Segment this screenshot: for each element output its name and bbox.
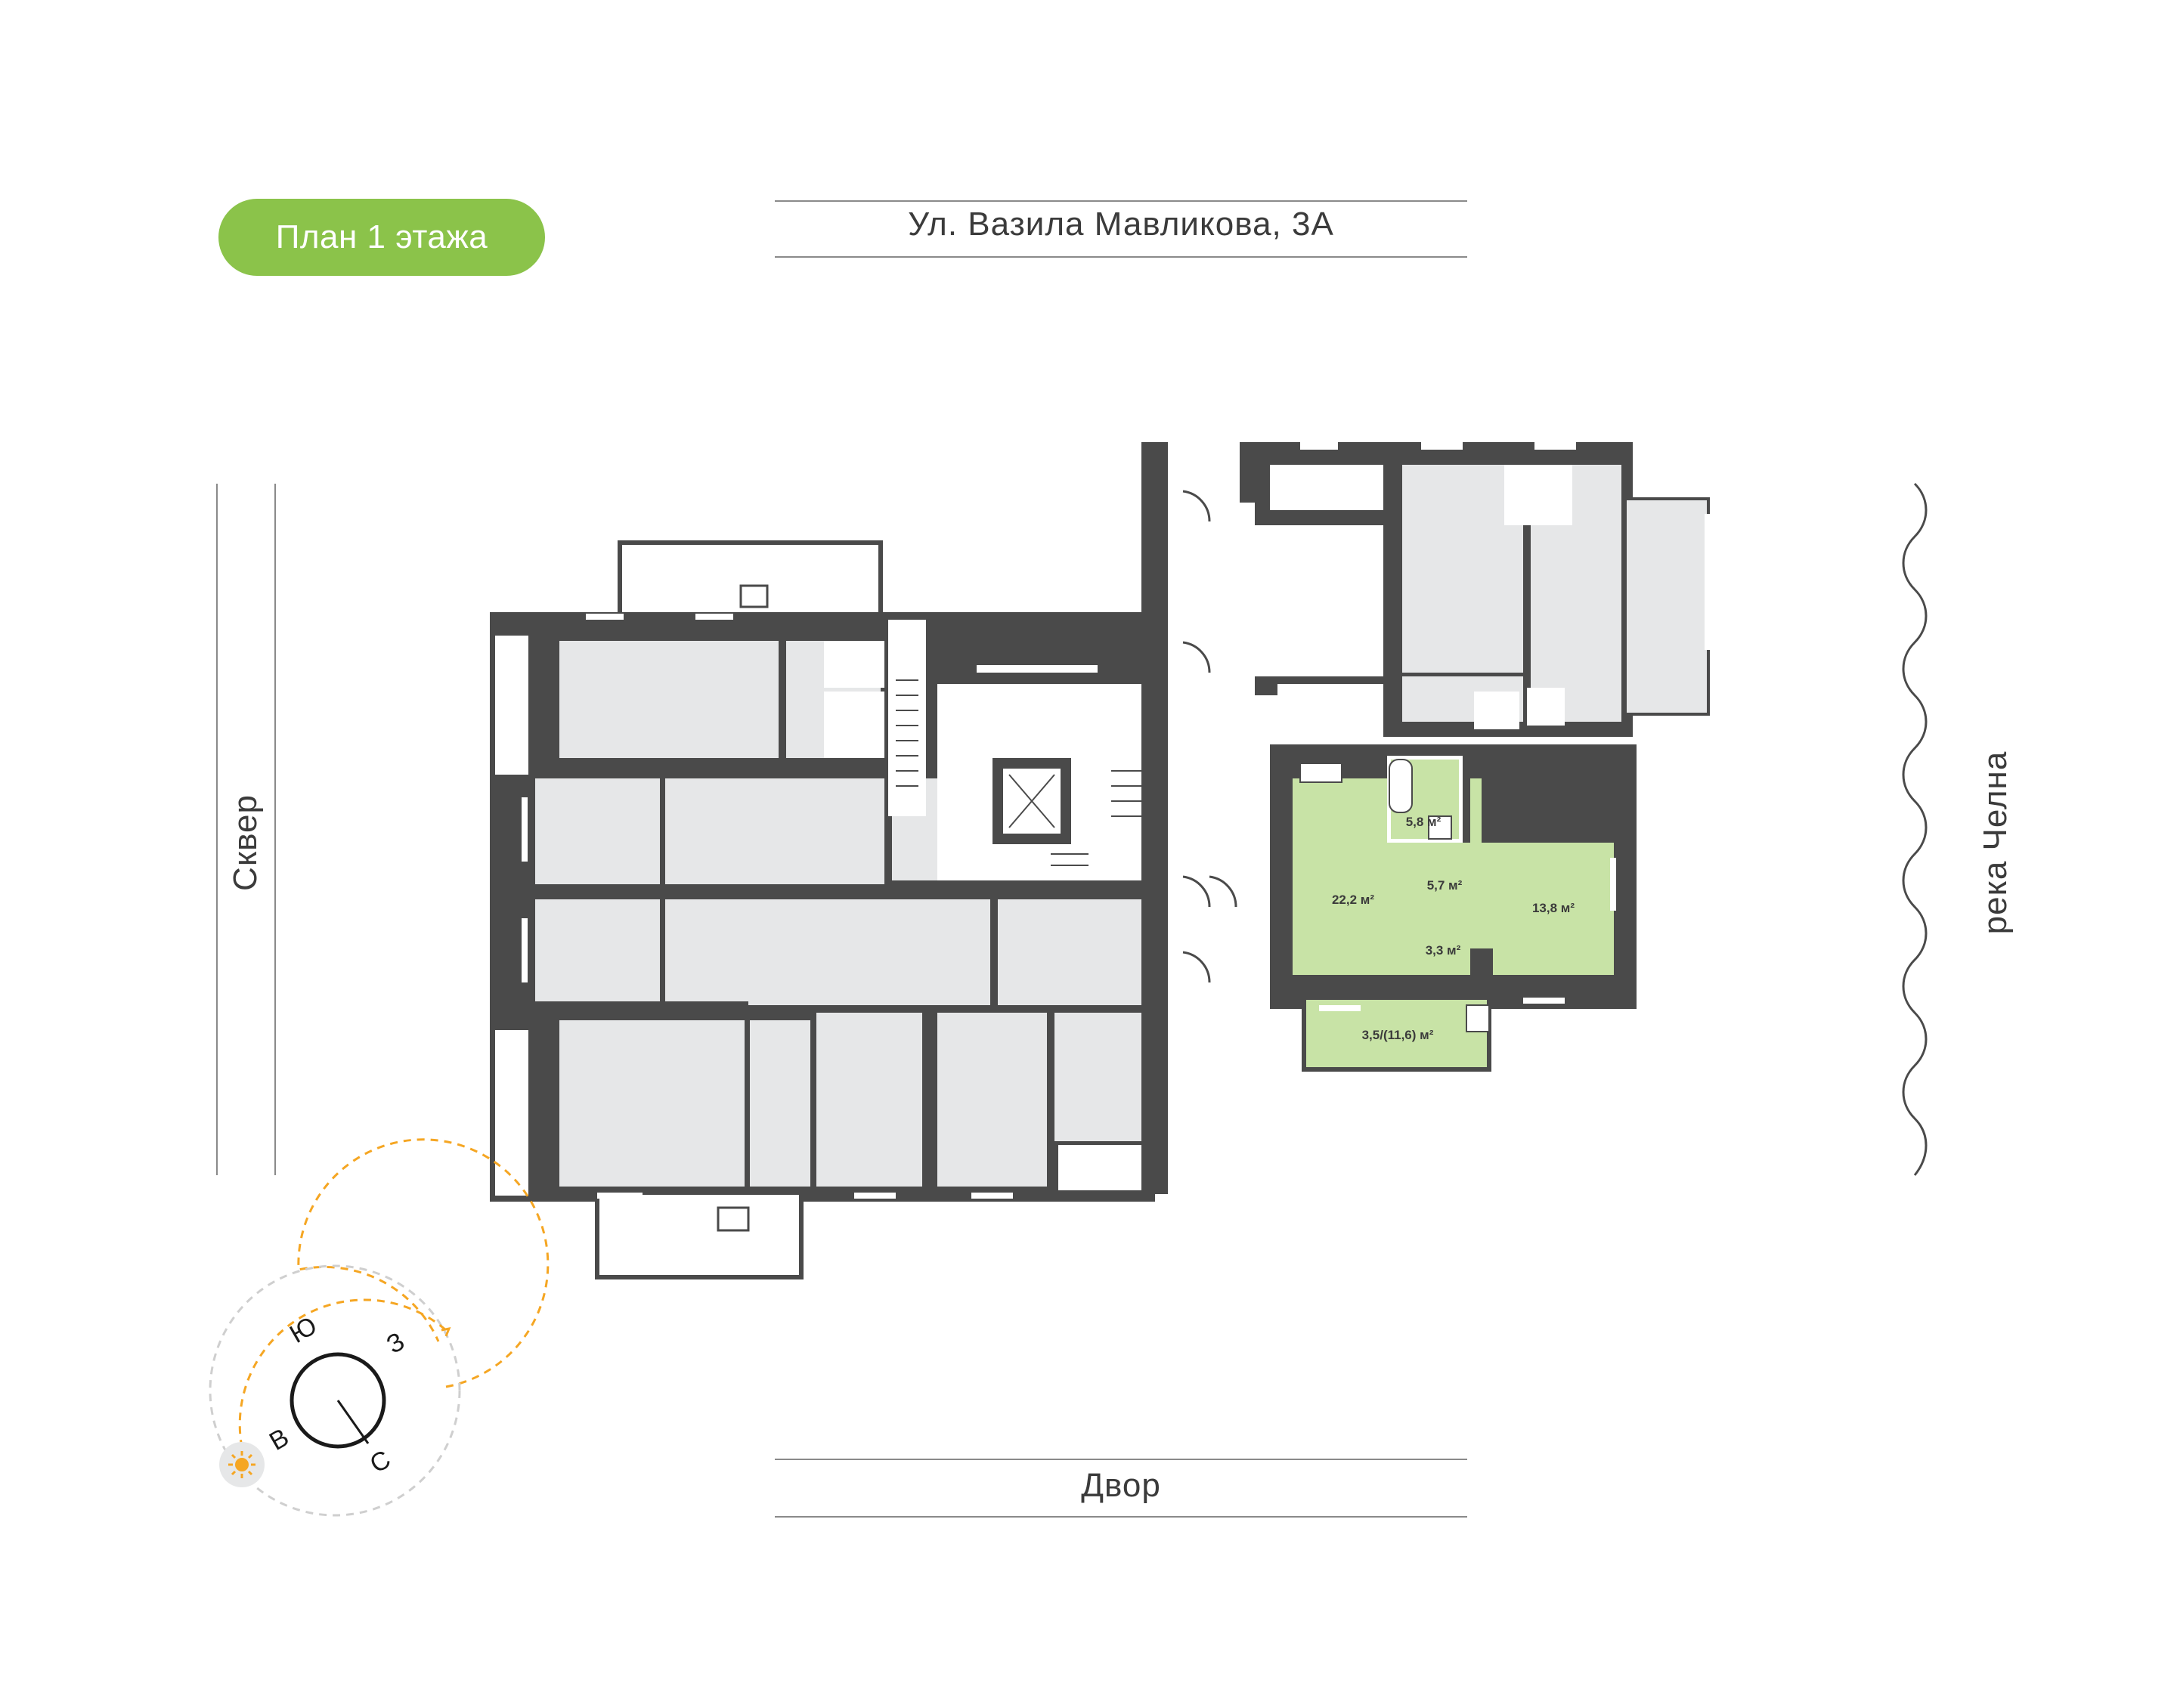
east-wing <box>1255 442 1711 1072</box>
compass-arc <box>297 1138 550 1388</box>
floor-title-badge: План 1 этажа <box>218 199 545 276</box>
area-living: 22,2 м² <box>1332 893 1374 907</box>
compass-dial <box>290 1352 386 1449</box>
bottom-street-rule-top <box>775 1459 1467 1460</box>
area-storage: 3,3 м² <box>1426 943 1461 958</box>
compass-east: В <box>265 1423 294 1456</box>
top-street-label: Ул. Вазила Мавликова, 3А <box>908 206 1334 243</box>
left-street-rule-inner <box>274 484 276 1175</box>
west-wing <box>490 540 1155 1279</box>
top-street-rule-bottom <box>775 256 1467 258</box>
compass-south: Ю <box>285 1311 322 1349</box>
area-bedroom: 13,8 м² <box>1532 901 1575 915</box>
central-lobby <box>1141 442 1391 1277</box>
bottom-street-rule-bottom <box>775 1516 1467 1518</box>
top-street-rule-top <box>775 200 1467 202</box>
bottom-street-label: Двор <box>1081 1467 1161 1504</box>
area-bathroom: 5,8 м² <box>1406 815 1442 829</box>
left-street-rule-outer <box>216 484 218 1175</box>
area-terrace: 3,5/(11,6) м² <box>1362 1028 1434 1042</box>
sun-icon <box>219 1442 265 1487</box>
area-hall: 5,7 м² <box>1427 878 1463 893</box>
river-line <box>1902 482 1928 1176</box>
apartment-area-labels: 5,8 м² 22,2 м² 5,7 м² 13,8 м² 3,3 м² 3,5… <box>1332 815 1575 1042</box>
compass-west: З <box>382 1327 410 1360</box>
compass-needle <box>336 1400 370 1444</box>
compass-north: С <box>365 1445 395 1479</box>
